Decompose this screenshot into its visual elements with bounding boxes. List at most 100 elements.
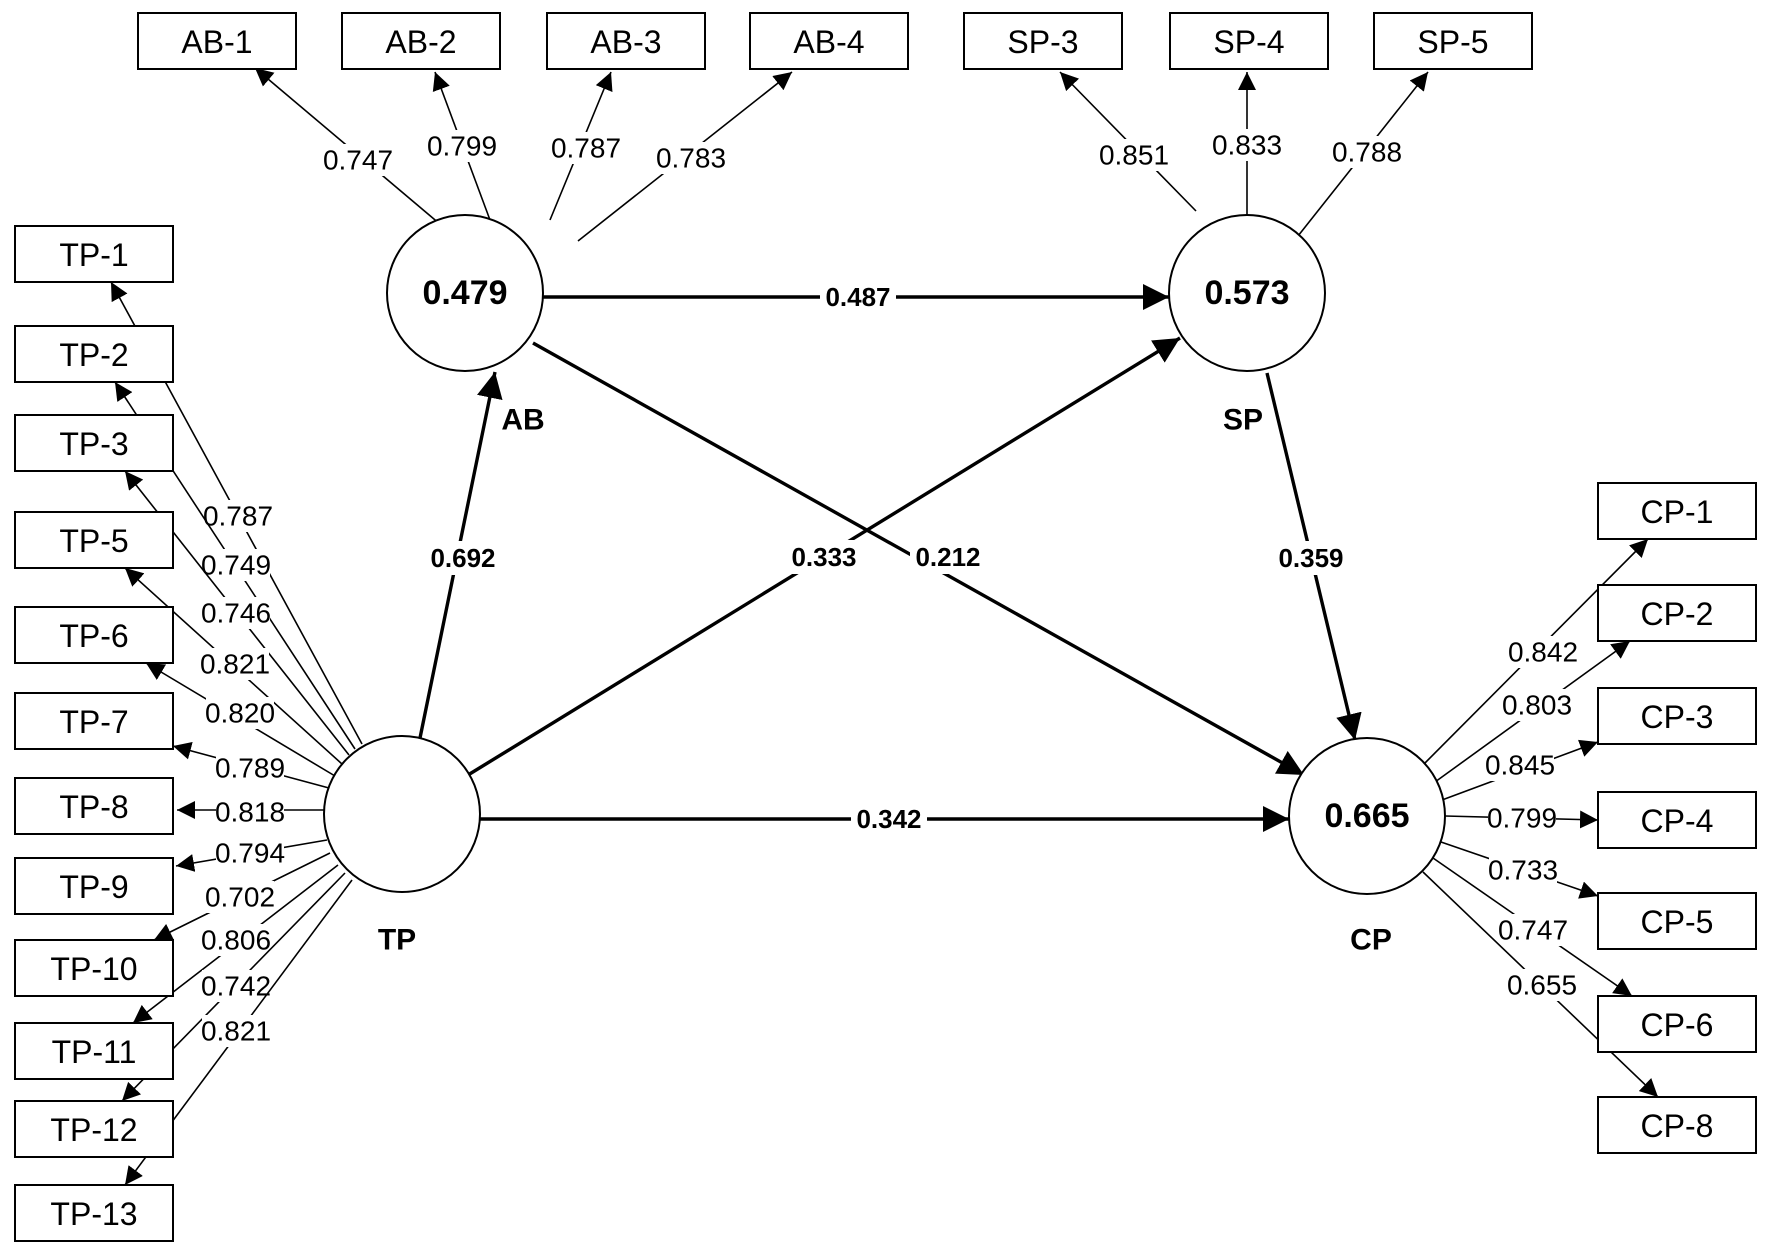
indicator-tp-9: TP-9 bbox=[14, 857, 174, 915]
indicator-label-tp-12: TP-12 bbox=[50, 1112, 137, 1148]
loading-label-bg-tp-5 bbox=[201, 648, 269, 680]
indicator-label-tp-1: TP-1 bbox=[59, 237, 128, 273]
indicator-cp-3: CP-3 bbox=[1597, 687, 1757, 745]
indicator-box-tp-7 bbox=[14, 692, 174, 750]
construct-r2-ab: 0.479 bbox=[422, 274, 507, 312]
indicator-cp-1: CP-1 bbox=[1597, 482, 1757, 540]
indicator-tp-7: TP-7 bbox=[14, 692, 174, 750]
indicator-sp-4: SP-4 bbox=[1169, 12, 1329, 70]
indicator-tp-11: TP-11 bbox=[14, 1022, 174, 1080]
path-label-bg-tp-sp bbox=[786, 540, 862, 574]
loading-label-bg-tp-7 bbox=[216, 752, 284, 784]
path-label-bg-sp-cp bbox=[1273, 541, 1349, 575]
loading-label-bg-cp-3 bbox=[1486, 749, 1554, 781]
construct-circle-ab bbox=[386, 214, 544, 372]
indicator-label-cp-1: CP-1 bbox=[1641, 494, 1714, 530]
indicator-tp-5: TP-5 bbox=[14, 511, 174, 569]
loading-label-bg-ab-3 bbox=[552, 132, 620, 164]
construct-name-ab: AB bbox=[501, 404, 544, 437]
loading-value-ab-4: 0.783 bbox=[656, 143, 726, 174]
indicator-tp-10: TP-10 bbox=[14, 939, 174, 997]
path-label-bg-ab-sp bbox=[820, 280, 896, 314]
loading-label-bg-cp-1 bbox=[1509, 636, 1577, 668]
indicator-label-ab-4: AB-4 bbox=[793, 24, 864, 60]
loading-value-cp-6: 0.747 bbox=[1498, 915, 1568, 946]
loading-value-cp-1: 0.842 bbox=[1508, 637, 1578, 668]
indicator-cp-6: CP-6 bbox=[1597, 995, 1757, 1053]
indicator-box-tp-6 bbox=[14, 606, 174, 664]
construct-circle-cp bbox=[1288, 737, 1446, 895]
loading-value-tp-8: 0.818 bbox=[215, 797, 285, 828]
loading-value-sp-3: 0.851 bbox=[1099, 140, 1169, 171]
indicator-label-tp-9: TP-9 bbox=[59, 869, 128, 905]
indicator-label-tp-7: TP-7 bbox=[59, 704, 128, 740]
indicator-box-tp-1 bbox=[14, 225, 174, 283]
path-coefficient-sp-cp: 0.359 bbox=[1278, 543, 1343, 573]
loading-label-bg-cp-4 bbox=[1488, 802, 1556, 834]
indicator-label-sp-3: SP-3 bbox=[1007, 24, 1078, 60]
loading-label-bg-tp-3 bbox=[202, 597, 270, 629]
indicator-box-sp-4 bbox=[1169, 12, 1329, 70]
indicator-box-cp-1 bbox=[1597, 482, 1757, 540]
construct-r2-sp: 0.573 bbox=[1204, 274, 1289, 312]
loading-value-sp-5: 0.788 bbox=[1332, 137, 1402, 168]
loading-label-bg-cp-5 bbox=[1489, 854, 1557, 886]
loading-label-bg-tp-2 bbox=[202, 549, 270, 581]
indicator-box-tp-5 bbox=[14, 511, 174, 569]
indicator-label-tp-6: TP-6 bbox=[59, 618, 128, 654]
loading-value-cp-2: 0.803 bbox=[1502, 690, 1572, 721]
loading-label-bg-ab-4 bbox=[657, 142, 725, 174]
loading-value-ab-1: 0.747 bbox=[323, 145, 393, 176]
loading-value-tp-7: 0.789 bbox=[215, 753, 285, 784]
loading-value-cp-3: 0.845 bbox=[1485, 750, 1555, 781]
indicator-box-cp-6 bbox=[1597, 995, 1757, 1053]
construct-name-sp: SP bbox=[1223, 404, 1263, 437]
loading-label-bg-cp-8 bbox=[1508, 969, 1576, 1001]
path-label-bg-ab-cp bbox=[910, 540, 986, 574]
indicator-ab-1: AB-1 bbox=[137, 12, 297, 70]
indicator-box-ab-1 bbox=[137, 12, 297, 70]
loading-value-tp-12: 0.742 bbox=[201, 971, 271, 1002]
indicator-label-cp-8: CP-8 bbox=[1641, 1108, 1714, 1144]
indicator-label-cp-5: CP-5 bbox=[1641, 904, 1714, 940]
indicator-ab-4: AB-4 bbox=[749, 12, 909, 70]
loading-label-bg-tp-12 bbox=[202, 970, 270, 1002]
indicator-label-tp-3: TP-3 bbox=[59, 426, 128, 462]
indicator-ab-2: AB-2 bbox=[341, 12, 501, 70]
indicator-box-tp-10 bbox=[14, 939, 174, 997]
loading-label-bg-tp-10 bbox=[206, 881, 274, 913]
path-label-bg-tp-ab bbox=[425, 541, 501, 575]
indicator-box-cp-4 bbox=[1597, 791, 1757, 849]
indicator-ab-3: AB-3 bbox=[546, 12, 706, 70]
loading-label-bg-ab-1 bbox=[324, 144, 392, 176]
indicator-tp-8: TP-8 bbox=[14, 777, 174, 835]
indicator-tp-1: TP-1 bbox=[14, 225, 174, 283]
loading-label-bg-tp-11 bbox=[202, 924, 270, 956]
indicator-box-ab-4 bbox=[749, 12, 909, 70]
indicator-box-cp-3 bbox=[1597, 687, 1757, 745]
indicator-label-tp-5: TP-5 bbox=[59, 523, 128, 559]
loading-value-cp-5: 0.733 bbox=[1488, 855, 1558, 886]
loading-value-cp-4: 0.799 bbox=[1487, 803, 1557, 834]
indicator-tp-3: TP-3 bbox=[14, 414, 174, 472]
loading-label-bg-cp-2 bbox=[1503, 689, 1571, 721]
construct-name-cp: CP bbox=[1350, 924, 1392, 957]
loading-value-sp-4: 0.833 bbox=[1212, 130, 1282, 161]
indicator-box-cp-8 bbox=[1597, 1096, 1757, 1154]
indicator-tp-2: TP-2 bbox=[14, 325, 174, 383]
indicator-box-sp-5 bbox=[1373, 12, 1533, 70]
construct-name-tp: TP bbox=[378, 924, 416, 957]
indicator-label-cp-6: CP-6 bbox=[1641, 1007, 1714, 1043]
loading-label-bg-tp-8 bbox=[216, 796, 284, 828]
indicator-box-tp-9 bbox=[14, 857, 174, 915]
indicator-cp-8: CP-8 bbox=[1597, 1096, 1757, 1154]
loading-value-tp-10: 0.702 bbox=[205, 882, 275, 913]
indicator-label-sp-4: SP-4 bbox=[1213, 24, 1284, 60]
loading-value-tp-3: 0.746 bbox=[201, 598, 271, 629]
